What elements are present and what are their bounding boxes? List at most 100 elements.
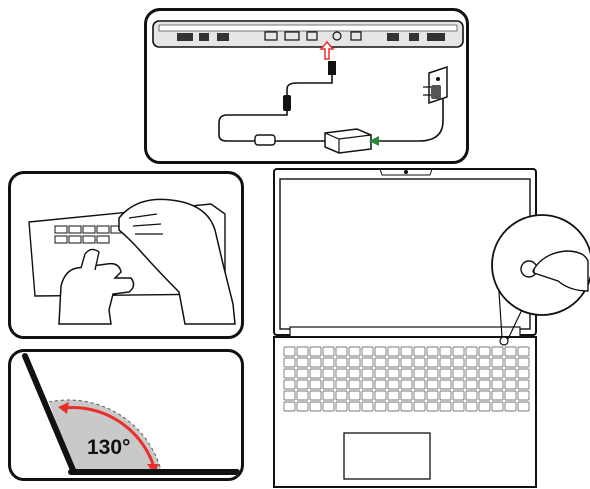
keyboard-key	[284, 391, 295, 400]
keyboard-key	[518, 402, 529, 411]
keyboard-key	[401, 380, 412, 389]
keyboard-key	[427, 402, 438, 411]
keyboard-key	[375, 369, 386, 378]
keyboard-key	[349, 347, 360, 356]
keyboard-key	[297, 391, 308, 400]
keyboard-key	[427, 391, 438, 400]
touchpad	[344, 433, 430, 479]
keyboard-key	[310, 391, 321, 400]
keyboard-key	[479, 380, 490, 389]
keyboard-key	[505, 380, 516, 389]
keyboard-key	[518, 391, 529, 400]
keyboard-key	[310, 402, 321, 411]
keyboard-key	[466, 347, 477, 356]
keyboard-key	[505, 358, 516, 367]
keyboard-key	[284, 369, 295, 378]
keyboard-key	[297, 347, 308, 356]
keyboard-key	[440, 358, 451, 367]
keyboard-key	[466, 402, 477, 411]
wall-outlet-icon	[423, 67, 447, 103]
keyboard-key	[388, 369, 399, 378]
keyboard-key	[336, 358, 347, 367]
keyboard-key	[323, 380, 334, 389]
keyboard-key	[453, 380, 464, 389]
keyboard-key	[453, 358, 464, 367]
keyboard-key	[518, 347, 529, 356]
keyboard-key	[388, 402, 399, 411]
power-adapter-icon	[325, 129, 371, 153]
keyboard-key	[336, 369, 347, 378]
keyboard-key	[440, 347, 451, 356]
keyboard-key	[518, 380, 529, 389]
keyboard-key	[492, 402, 503, 411]
keyboard-key	[310, 358, 321, 367]
keyboard-key	[284, 347, 295, 356]
keyboard-key	[362, 369, 373, 378]
keyboard-key	[375, 380, 386, 389]
keyboard-key	[388, 391, 399, 400]
power-connection-illustration	[147, 11, 469, 164]
keyboard-key	[453, 369, 464, 378]
keyboard-key	[427, 380, 438, 389]
keyboard-key	[362, 358, 373, 367]
keyboard-key	[440, 391, 451, 400]
keyboard-key	[349, 380, 360, 389]
open-lid-illustration	[11, 174, 244, 339]
keyboard-key	[297, 402, 308, 411]
keyboard-key	[453, 347, 464, 356]
keyboard-key	[323, 347, 334, 356]
keyboard-key	[427, 347, 438, 356]
keyboard-key	[336, 347, 347, 356]
keyboard-key	[414, 380, 425, 389]
keyboard-key	[505, 402, 516, 411]
keyboard-key	[401, 391, 412, 400]
keyboard-key	[492, 391, 503, 400]
keyboard-key	[427, 369, 438, 378]
keyboard-key	[349, 402, 360, 411]
keyboard-key	[362, 347, 373, 356]
laptop-front-illustration	[270, 165, 590, 489]
keyboard-key	[479, 391, 490, 400]
keyboard-key	[492, 347, 503, 356]
keyboard-key	[466, 391, 477, 400]
keyboard-key	[401, 402, 412, 411]
keyboard-key	[349, 358, 360, 367]
keyboard-key	[505, 369, 516, 378]
keyboard-key	[336, 391, 347, 400]
keyboard-key	[427, 358, 438, 367]
keyboard-key	[414, 369, 425, 378]
keyboard-key	[479, 369, 490, 378]
keyboard-key	[401, 358, 412, 367]
keyboard-key	[414, 402, 425, 411]
keyboard-key	[284, 402, 295, 411]
keyboard-key	[388, 347, 399, 356]
keyboard-key	[310, 347, 321, 356]
keyboard-key	[492, 358, 503, 367]
keyboard-key	[297, 380, 308, 389]
angle-label: 130°	[87, 436, 130, 460]
open-angle-panel: 130°	[8, 349, 244, 481]
keyboard-key	[336, 380, 347, 389]
open-angle-illustration	[11, 352, 244, 481]
keyboard-key	[388, 358, 399, 367]
keyboard-key	[518, 369, 529, 378]
keyboard-key	[297, 369, 308, 378]
keyboard-key	[479, 402, 490, 411]
keyboard-key	[349, 369, 360, 378]
keyboard-key	[492, 369, 503, 378]
keyboard-key	[323, 402, 334, 411]
keyboard-key	[323, 391, 334, 400]
keyboard-key	[440, 402, 451, 411]
keyboard-key	[466, 358, 477, 367]
keyboard-key	[284, 380, 295, 389]
keyboard-key	[388, 380, 399, 389]
keyboard-key	[466, 380, 477, 389]
keyboard-key	[323, 369, 334, 378]
keyboard-key	[297, 358, 308, 367]
keyboard-key	[323, 358, 334, 367]
keyboard-key	[284, 358, 295, 367]
keyboard-key	[492, 380, 503, 389]
keyboard-key	[362, 391, 373, 400]
keyboard-key	[362, 402, 373, 411]
keyboard-key	[440, 369, 451, 378]
